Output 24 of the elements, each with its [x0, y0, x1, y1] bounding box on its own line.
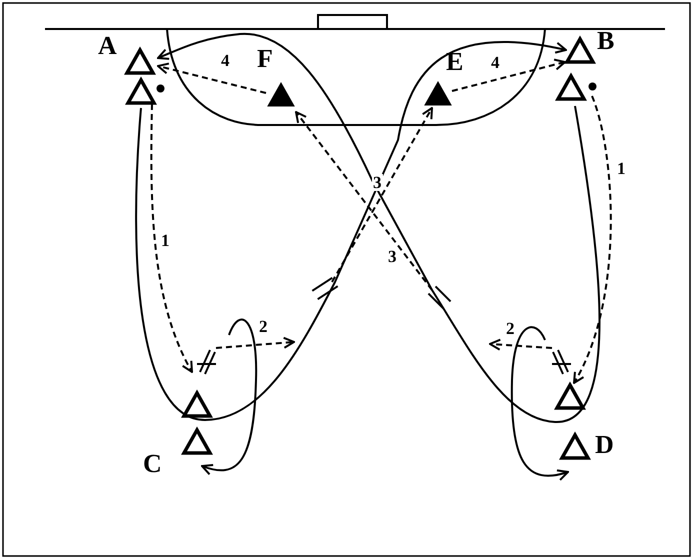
- dashed-arrow: [157, 62, 266, 94]
- edge-label: 4: [220, 52, 230, 69]
- edge-label: 2: [505, 320, 516, 337]
- dashed-arrow: [573, 96, 612, 384]
- dashed-arrow: [216, 336, 295, 349]
- arrow: [201, 318, 258, 475]
- player-letter: D: [595, 432, 614, 458]
- edge-label: 3: [387, 248, 398, 265]
- dashed-arrow: [295, 111, 433, 291]
- dashed-arrow: [331, 107, 433, 282]
- dashed-arrow: [452, 58, 566, 92]
- dashed-arrow: [489, 338, 552, 351]
- arrow: [510, 326, 569, 480]
- edge-label: 3: [372, 174, 382, 191]
- edge-label: 1: [616, 160, 626, 177]
- edge-label: 1: [160, 232, 170, 249]
- dashed-arrow: [150, 104, 193, 373]
- edge-label: 2: [258, 318, 268, 335]
- player-letter: F: [257, 46, 273, 72]
- edge-label: 4: [490, 54, 500, 71]
- player-letter: A: [98, 33, 117, 59]
- player-letter: B: [597, 28, 614, 54]
- player-letter: E: [446, 49, 464, 75]
- player-letter: C: [143, 451, 162, 477]
